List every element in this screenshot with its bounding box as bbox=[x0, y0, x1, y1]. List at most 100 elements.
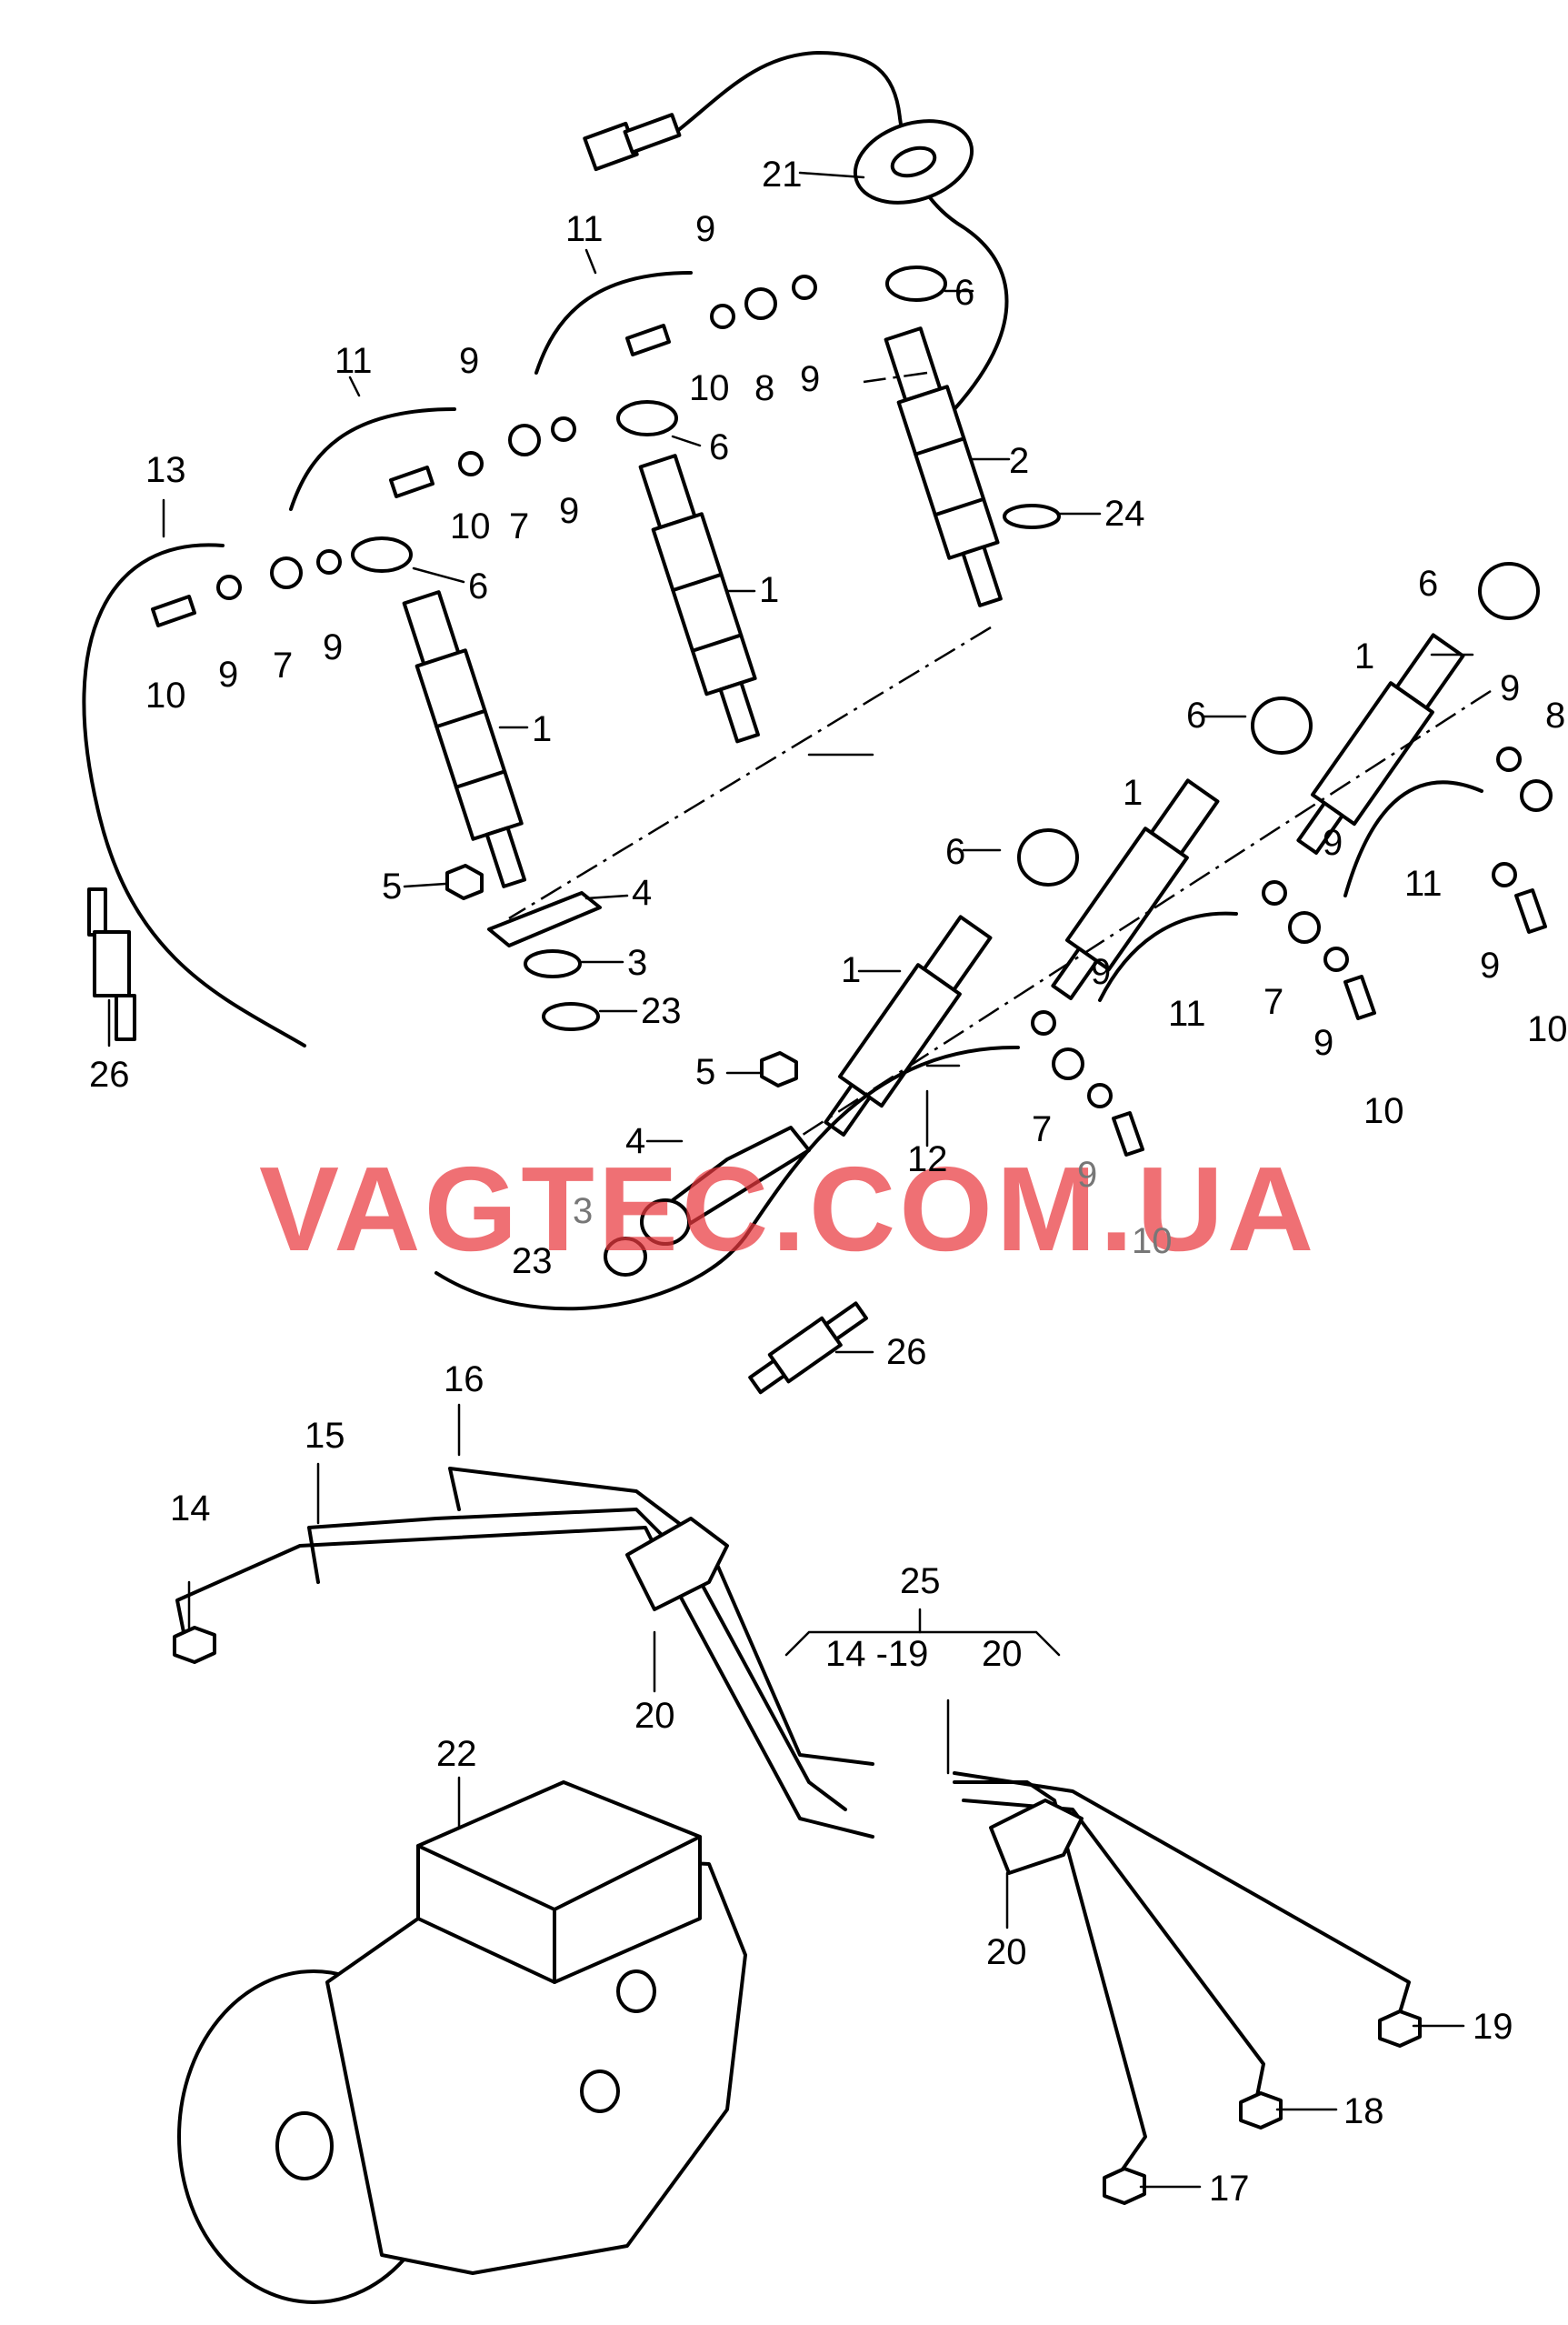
callout-13: 13 bbox=[145, 450, 186, 490]
seal-6-f bbox=[1017, 828, 1079, 887]
callout-4-b: 4 bbox=[625, 1121, 645, 1161]
pump-pulley-hub bbox=[275, 2111, 334, 2180]
callout-9-g: 9 bbox=[1500, 668, 1520, 708]
guide-line-upper-2 bbox=[863, 371, 928, 384]
callout-10-d: 10 bbox=[1527, 1009, 1568, 1049]
injector-1-a bbox=[1296, 633, 1465, 855]
injector-1-left bbox=[402, 590, 527, 888]
line-19 bbox=[953, 1771, 1411, 2029]
callout-6-d: 6 bbox=[1418, 564, 1438, 604]
seal-6-c bbox=[351, 536, 413, 573]
return-hose-11-d bbox=[1098, 911, 1238, 1002]
nut-5-upper bbox=[445, 864, 484, 900]
callout-10-c: 10 bbox=[145, 676, 186, 716]
callout-5-b: 5 bbox=[695, 1052, 715, 1092]
callout-1-c: 1 bbox=[1354, 636, 1374, 676]
line-15 bbox=[307, 1508, 847, 1811]
callout-6-e: 6 bbox=[1186, 696, 1206, 736]
callout-labels: 21 11 9 6 11 9 10 8 9 2 6 24 13 10 7 9 6… bbox=[89, 155, 1568, 2209]
injector-1-middle bbox=[638, 454, 760, 744]
banjo-8 bbox=[744, 287, 777, 320]
callout-9-b: 9 bbox=[459, 341, 479, 381]
callout-11-a: 11 bbox=[565, 209, 604, 249]
bracket-25 bbox=[784, 1630, 1061, 1657]
callout-9-k: 9 bbox=[1313, 1023, 1333, 1063]
washer-3-upper bbox=[524, 949, 582, 978]
callout-9-d: 9 bbox=[559, 491, 579, 531]
clip-20-upper bbox=[625, 1517, 729, 1611]
callout-8: 8 bbox=[754, 368, 774, 408]
injection-lines bbox=[173, 1467, 1422, 2205]
guide-line-upper bbox=[508, 626, 992, 920]
line-18 bbox=[962, 1799, 1265, 2111]
nut-19 bbox=[1378, 2009, 1422, 2048]
clamp-4-lower bbox=[671, 1126, 811, 1225]
callout-16: 16 bbox=[444, 1359, 484, 1399]
callout-3-a: 3 bbox=[627, 943, 647, 983]
seal-6-b bbox=[616, 400, 678, 436]
washer-9-f bbox=[316, 549, 342, 575]
callout-1-d: 1 bbox=[1123, 773, 1143, 813]
callout-8-b: 8 bbox=[1545, 696, 1565, 736]
callout-11-c: 11 bbox=[1404, 864, 1443, 904]
callout-1-b: 1 bbox=[532, 709, 552, 749]
callout-6-b: 6 bbox=[709, 427, 729, 467]
span-label-14-19: 14 -19 bbox=[825, 1634, 928, 1674]
washer-9-h bbox=[1492, 862, 1517, 887]
callout-10-a: 10 bbox=[689, 368, 730, 408]
return-hose-11-a bbox=[534, 271, 693, 375]
injector-group-lower bbox=[434, 562, 1553, 1395]
washer-23-lower bbox=[604, 1237, 647, 1277]
callout-9-j: 9 bbox=[1091, 952, 1111, 992]
callout-11-d: 11 bbox=[1168, 994, 1206, 1034]
clip-20-lower bbox=[989, 1799, 1084, 1875]
callout-1-a: 1 bbox=[759, 570, 779, 610]
bolt-10-f bbox=[1112, 1111, 1144, 1157]
injector-1-b bbox=[1051, 778, 1220, 1000]
pump-port-2 bbox=[616, 1969, 656, 2013]
callout-26-b: 26 bbox=[886, 1332, 927, 1372]
seal-6-e bbox=[1251, 696, 1313, 755]
nut-14 bbox=[173, 1626, 216, 1664]
line-14 bbox=[175, 1526, 874, 1839]
sensor-cable bbox=[671, 51, 1009, 411]
return-hose-11-c bbox=[1343, 780, 1483, 897]
callout-1-e: 1 bbox=[841, 950, 861, 990]
watermark: VAGTEC.COM.UA bbox=[259, 1142, 1317, 1276]
banjo-7-e bbox=[1052, 1047, 1084, 1080]
bolt-10-e bbox=[1343, 975, 1376, 1020]
callout-18: 18 bbox=[1343, 2091, 1384, 2131]
callout-10-b: 10 bbox=[450, 506, 491, 546]
callout-6-a: 6 bbox=[954, 273, 974, 313]
banjo-7-b bbox=[270, 556, 303, 589]
washer-9-i bbox=[1262, 880, 1287, 906]
part-26-left bbox=[87, 887, 136, 1041]
return-hose-12 bbox=[434, 1045, 1020, 1311]
washer-9-c bbox=[551, 416, 576, 442]
return-hose-13 bbox=[82, 543, 306, 1047]
pump-control-unit bbox=[416, 1780, 702, 1984]
callout-25: 25 bbox=[900, 1561, 941, 1601]
bolt-10-a bbox=[625, 324, 671, 356]
washer-9-j bbox=[1323, 947, 1349, 972]
bolt-10-d bbox=[1514, 888, 1547, 934]
injector-group-upper bbox=[82, 51, 1061, 1047]
callout-24: 24 bbox=[1104, 494, 1145, 534]
seal-6-d bbox=[1478, 562, 1540, 620]
line-16 bbox=[448, 1467, 874, 1766]
pump-port bbox=[580, 2069, 620, 2113]
washer-9-e bbox=[216, 575, 242, 600]
clamp-4-upper bbox=[487, 891, 602, 947]
injector-1-c bbox=[824, 915, 993, 1137]
span-label-20: 20 bbox=[982, 1634, 1023, 1674]
nut-17 bbox=[1103, 2167, 1146, 2205]
washer-3-lower bbox=[640, 1198, 691, 1246]
callout-10-e: 10 bbox=[1363, 1091, 1404, 1131]
callout-4-a: 4 bbox=[632, 873, 652, 913]
leader-lines bbox=[107, 171, 1474, 2189]
nut-5-lower bbox=[760, 1051, 798, 1087]
callout-7-b: 7 bbox=[273, 646, 293, 686]
callout-23-b: 23 bbox=[512, 1241, 553, 1281]
callout-6-f: 6 bbox=[945, 832, 965, 872]
washer-9-g bbox=[1496, 747, 1522, 772]
